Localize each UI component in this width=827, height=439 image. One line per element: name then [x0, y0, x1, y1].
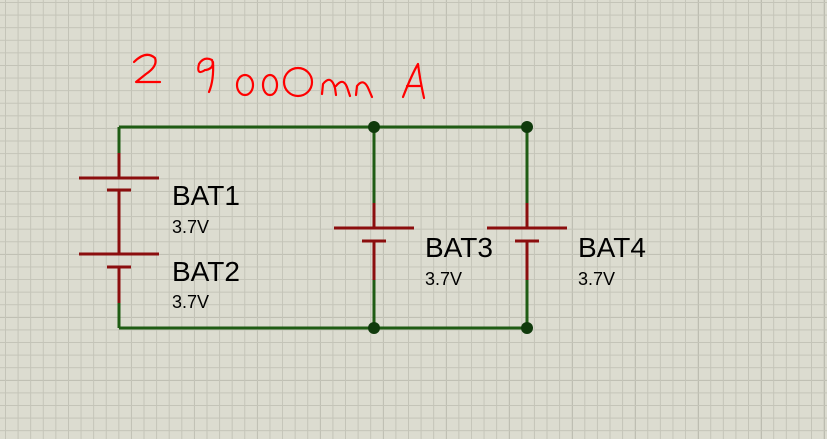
battery-bat4-symbol[interactable] [487, 203, 567, 280]
junction-dot [368, 121, 380, 133]
bat4-value-label: 3.7V [578, 269, 615, 289]
bat2-value-label: 3.7V [172, 292, 209, 312]
junction-dot [368, 322, 380, 334]
battery-bat3-symbol[interactable] [334, 203, 414, 280]
junctions [368, 121, 533, 334]
junction-dot [521, 322, 533, 334]
bat3-name-label: BAT3 [425, 232, 493, 263]
battery-bat1-symbol[interactable] [79, 153, 159, 254]
handwritten-annotation [132, 53, 426, 100]
bat1-value-label: 3.7V [172, 217, 209, 237]
bat2-name-label: BAT2 [172, 256, 240, 287]
battery-bat2-symbol[interactable] [79, 252, 159, 303]
junction-dot [521, 121, 533, 133]
bat4-name-label: BAT4 [578, 232, 646, 263]
bat1-name-label: BAT1 [172, 180, 240, 211]
bat3-value-label: 3.7V [425, 269, 462, 289]
wires [117, 125, 529, 330]
